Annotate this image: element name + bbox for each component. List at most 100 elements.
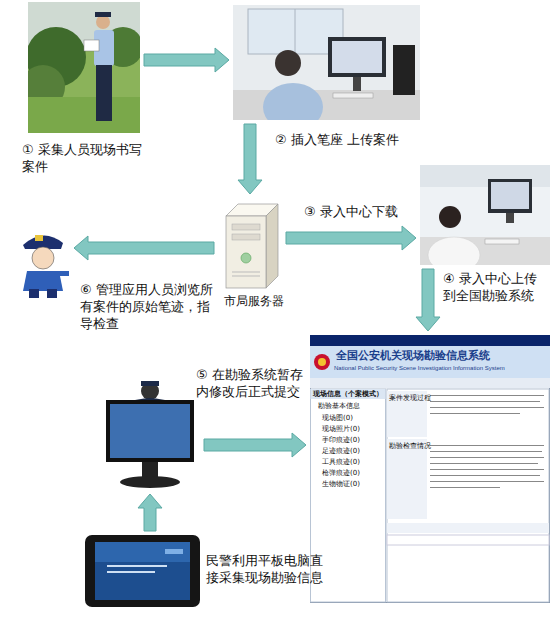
illustration-part — [232, 272, 260, 273]
caption-text: ⑤ 在勘验系统暂存内修改后正式提交 — [196, 367, 304, 401]
photo-illustration — [218, 198, 282, 290]
illustration-part — [233, 90, 420, 120]
illustration-part — [263, 83, 323, 120]
screen-label: 案件发现过程 — [389, 394, 431, 402]
illustration-part — [430, 445, 544, 446]
illustration-part — [32, 247, 54, 269]
illustration-part — [430, 401, 540, 402]
photo-illustration — [15, 225, 70, 300]
screen-label: 现场照片(0) — [322, 425, 360, 433]
photo-illustration — [28, 2, 140, 133]
illustration-part — [318, 358, 326, 366]
caption-text: ④ 录入中心上传到全国勘验系统 — [443, 271, 549, 305]
illustration-part — [233, 5, 420, 120]
illustration-part — [488, 179, 532, 213]
caption-text: National Public Security Scene Investiga… — [334, 365, 546, 373]
illustration-part — [333, 93, 373, 98]
screen-label: 勘验基本信息 — [318, 402, 360, 410]
illustration-part — [84, 40, 99, 51]
illustration-part — [430, 481, 544, 482]
photo-node: ⑥ 管理应用人员浏览所有案件的原始笔迹，指导检查 — [15, 225, 70, 300]
illustration-part — [232, 234, 260, 240]
flow-arrow — [144, 48, 229, 72]
illustration-part — [430, 487, 500, 488]
screen-label: 现场信息（个案模式） — [313, 390, 383, 398]
illustration-part — [29, 289, 39, 298]
illustration-part — [28, 97, 140, 133]
illustration-part — [310, 346, 550, 378]
screen-label: 足迹痕迹(0) — [322, 447, 360, 455]
caption-text: ② 插入笔座 上传案件 — [275, 132, 425, 149]
illustration-part — [232, 224, 260, 230]
illustration-part — [232, 276, 260, 277]
screen-label: 枪弹痕迹(0) — [322, 469, 360, 477]
illustration-part — [35, 235, 43, 241]
illustration-part — [95, 12, 111, 17]
illustration-part — [491, 182, 529, 209]
illustration-part — [275, 50, 301, 76]
illustration-part — [430, 469, 544, 470]
illustration-part — [59, 271, 69, 276]
illustration-part — [311, 336, 550, 603]
photo-node: ④ 录入中心上传到全国勘验系统 — [420, 165, 550, 265]
illustration-part — [141, 382, 159, 400]
photo-illustration — [420, 165, 550, 265]
caption-text: ⑥ 管理应用人员浏览所有案件的原始笔迹，指导检查 — [80, 282, 214, 333]
illustration-part — [85, 535, 200, 607]
flow-arrow — [286, 226, 416, 250]
illustration-part — [430, 413, 520, 414]
illustration-part — [266, 204, 278, 288]
flow-arrow — [238, 124, 262, 194]
illustration-part — [95, 542, 190, 562]
photo-node: ① 采集人员现场书写案件 — [28, 2, 140, 133]
illustration-part — [47, 289, 57, 298]
illustration-part — [439, 206, 461, 228]
illustration-part — [226, 216, 266, 288]
illustration-part — [310, 378, 550, 388]
illustration-part — [430, 395, 544, 396]
edge-label: ③ 录入中心下载 — [304, 204, 398, 221]
flow-arrow — [204, 433, 306, 457]
illustration-part — [387, 439, 427, 519]
illustration-part — [106, 400, 194, 462]
photo-node: 市局服务器 — [218, 198, 282, 290]
photo-node: ② 插入笔座 上传案件 — [233, 5, 420, 120]
illustration-part — [165, 549, 183, 554]
caption-text: 市局服务器 — [224, 294, 304, 310]
illustration-part — [95, 542, 190, 600]
illustration-part — [96, 65, 112, 121]
illustration-part — [314, 354, 330, 370]
illustration-part — [295, 9, 296, 54]
illustration-part — [430, 457, 544, 458]
illustration-part — [120, 476, 180, 488]
illustration-part — [430, 407, 544, 408]
illustration-part — [428, 237, 480, 265]
illustration-part — [430, 451, 542, 452]
illustration-part — [141, 381, 159, 386]
flow-arrow — [74, 236, 214, 260]
screen-label: 手印痕迹(0) — [322, 436, 360, 444]
photo-node: 民警利用平板电脑直接采集现场勘验信息 — [85, 535, 200, 607]
illustration-part — [332, 41, 382, 73]
photo-illustration — [233, 5, 420, 120]
illustration-part — [393, 45, 415, 95]
illustration-part — [353, 77, 361, 91]
illustration-part — [387, 523, 549, 533]
screen-label: 生物物证(0) — [322, 480, 360, 488]
illustration-part — [107, 571, 155, 573]
screen-label: 工具痕迹(0) — [322, 458, 360, 466]
flow-arrow — [416, 269, 440, 331]
illustration-part — [485, 239, 519, 244]
screen-label: 勘验检查情况 — [389, 442, 431, 450]
photo-node: ⑤ 在勘验系统暂存内修改后正式提交 — [100, 378, 200, 490]
photo-illustration — [85, 535, 200, 607]
caption-text: ① 采集人员现场书写案件 — [22, 142, 144, 176]
illustration-part — [328, 37, 386, 77]
illustration-part — [506, 213, 514, 223]
flow-arrow — [138, 494, 162, 531]
illustration-part — [107, 565, 167, 567]
illustration-part — [96, 15, 110, 29]
illustration-part — [311, 389, 386, 399]
illustration-part — [430, 475, 540, 476]
